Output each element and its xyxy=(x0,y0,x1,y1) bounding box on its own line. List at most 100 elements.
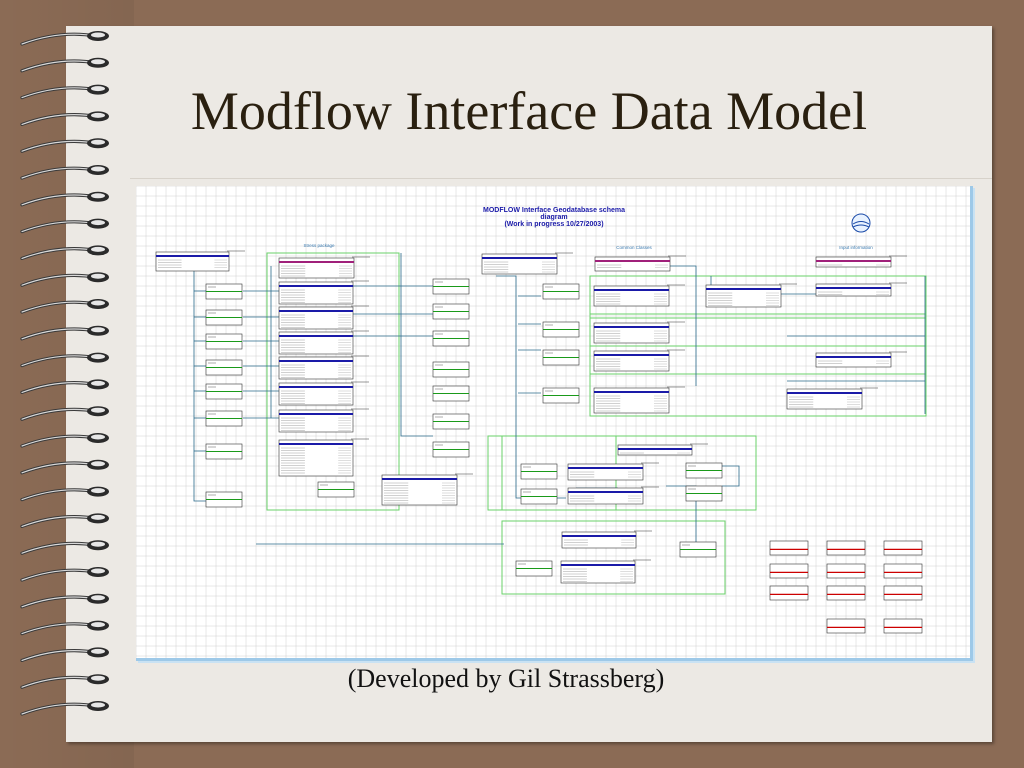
group-outline xyxy=(501,435,757,511)
domain-box xyxy=(883,540,923,556)
class-box xyxy=(381,473,473,506)
domain-box xyxy=(826,618,866,634)
class-box xyxy=(567,462,659,481)
domain-box xyxy=(883,618,923,634)
diagram-header-line-3: (Work in progress 10/27/2003) xyxy=(504,221,603,228)
relationship-box xyxy=(542,387,580,404)
spiral-ring xyxy=(20,84,109,100)
relation-line xyxy=(722,465,740,487)
domain-box xyxy=(883,585,923,601)
diagram-groups xyxy=(266,252,927,595)
schema-diagram: MODFLOW Interface Geodatabase schema dia… xyxy=(136,186,973,661)
relationship-box xyxy=(432,330,470,347)
relationship-box xyxy=(432,413,470,430)
spiral-ring xyxy=(20,299,109,314)
diagram-header-line-1: MODFLOW Interface Geodatabase schema xyxy=(483,207,625,214)
relationship-box xyxy=(205,383,243,400)
class-box xyxy=(786,387,878,410)
spiral-ring xyxy=(20,57,109,73)
class-box xyxy=(278,381,369,406)
domain-box xyxy=(883,563,923,579)
spiral-ring xyxy=(20,191,109,207)
class-box xyxy=(815,351,907,368)
relationship-box xyxy=(317,481,355,498)
class-box xyxy=(593,321,685,344)
schema-diagram-canvas: MODFLOW Interface Geodatabase schema dia… xyxy=(136,186,970,658)
relationship-box xyxy=(205,283,243,300)
relationship-box xyxy=(432,385,470,402)
spiral-ring xyxy=(20,459,109,475)
spiral-ring xyxy=(20,433,109,448)
spiral-ring xyxy=(20,567,109,582)
diagram-logo xyxy=(851,213,871,233)
spiral-ring xyxy=(20,513,109,528)
spiral-ring xyxy=(20,218,109,234)
class-box xyxy=(815,282,907,297)
class-box xyxy=(593,284,685,307)
domain-box xyxy=(769,563,809,579)
slide-caption: (Developed by Gil Strassberg) xyxy=(347,664,665,693)
group-label-input-information: Input information xyxy=(839,245,873,250)
title-divider xyxy=(130,178,992,179)
domain-box xyxy=(826,585,866,601)
spiral-ring xyxy=(20,111,109,126)
relation-line xyxy=(400,253,433,437)
relationship-box xyxy=(205,443,243,460)
relation-line xyxy=(193,268,206,502)
spiral-ring xyxy=(20,593,109,609)
spiral-ring xyxy=(20,540,109,555)
group-label-stress-package: Stress package xyxy=(303,243,335,248)
spiral-binding-rings xyxy=(20,31,109,716)
relationship-box xyxy=(205,359,243,376)
spiral-ring xyxy=(20,674,109,689)
spiral-ring xyxy=(20,165,109,180)
relationship-box xyxy=(515,560,553,577)
spiral-ring xyxy=(20,138,109,153)
relationship-box xyxy=(205,410,243,427)
relationship-box xyxy=(542,321,580,338)
class-box-left-top xyxy=(155,250,245,272)
spiral-ring xyxy=(20,701,109,716)
spiral-ring xyxy=(20,486,109,502)
spiral-ring xyxy=(20,31,109,46)
relationship-box xyxy=(685,485,723,502)
relationship-box xyxy=(542,283,580,300)
group-outline xyxy=(589,345,927,417)
diagram-grid xyxy=(136,186,970,658)
relationship-box xyxy=(520,488,558,505)
class-box xyxy=(617,443,708,456)
spiral-ring xyxy=(20,620,109,636)
relationship-box xyxy=(679,541,717,558)
relationship-box xyxy=(432,361,470,378)
spiral-ring xyxy=(20,272,109,287)
spiral-ring xyxy=(20,245,109,260)
group-outline xyxy=(501,520,726,595)
class-box xyxy=(705,283,797,308)
relationship-box xyxy=(432,303,470,320)
class-box xyxy=(278,408,369,433)
class-box xyxy=(815,255,907,268)
class-box xyxy=(278,438,369,477)
class-box xyxy=(481,252,573,275)
class-box xyxy=(278,305,369,330)
domain-box xyxy=(826,540,866,556)
relationship-box xyxy=(520,463,558,480)
class-box xyxy=(278,280,369,305)
spiral-ring xyxy=(20,325,109,341)
class-box xyxy=(278,355,369,380)
spiral-ring xyxy=(20,406,109,421)
group-label-common-classes: Common Classes xyxy=(616,245,652,250)
group-outline xyxy=(589,313,927,375)
slide-title: Modflow Interface Data Model xyxy=(190,81,868,141)
class-box xyxy=(561,530,652,549)
group-outline xyxy=(266,252,400,511)
relationship-box xyxy=(685,462,723,479)
diagram-header-line-2: diagram xyxy=(540,214,567,221)
class-box xyxy=(593,349,685,372)
relationship-box xyxy=(205,333,243,350)
domain-box xyxy=(769,585,809,601)
relationship-box xyxy=(205,309,243,326)
domain-box xyxy=(826,563,866,579)
relationship-box xyxy=(432,278,470,295)
spiral-ring xyxy=(20,379,109,394)
